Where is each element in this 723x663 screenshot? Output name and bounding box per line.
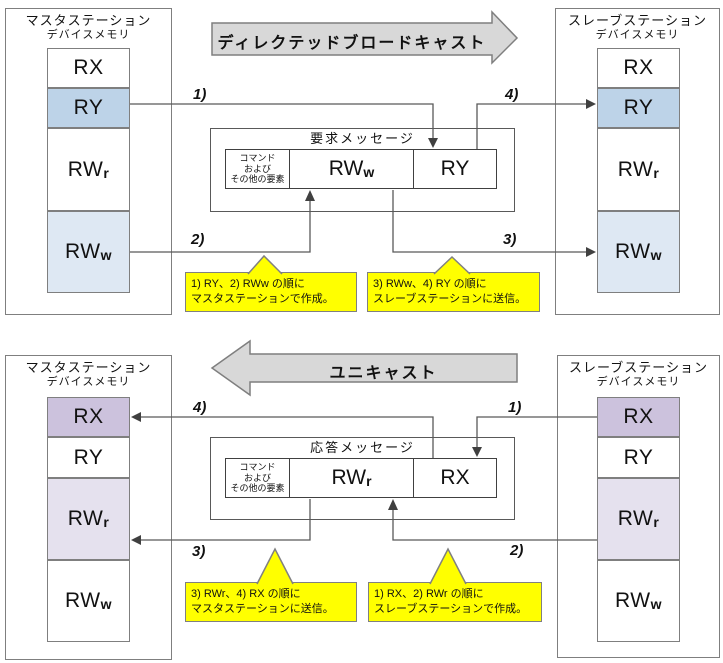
cell-label-sub: r (103, 164, 110, 181)
cell-label: RY (623, 96, 654, 119)
cell-label: RW (617, 507, 654, 530)
request-message-title: 要求メッセージ (310, 131, 415, 146)
callout-line: マスタステーションで作成。 (191, 293, 334, 305)
callout-line: 1) RY、2) RWw の順に (191, 278, 305, 290)
callout-line: マスタステーションに送信。 (191, 603, 334, 615)
cell-label: RY (440, 157, 470, 180)
response-message-title: 応答メッセージ (310, 440, 415, 455)
directed-broadcast-arrow-icon (211, 10, 519, 65)
callout-bottom-left: 3) RWr、4) RX の順に マスタステーションに送信。 (185, 582, 357, 622)
station-title: スレーブステーション (569, 360, 708, 375)
callout-line: 3) RWw、4) RY の順に (373, 278, 487, 290)
cell-label: RY (73, 96, 104, 119)
station-title: スレーブステーション (568, 13, 707, 28)
cell-label: RW (67, 507, 104, 530)
cell-label: RX (623, 56, 654, 79)
cell-label: RW (615, 240, 651, 263)
cell-label: RW (67, 157, 104, 181)
callout-bottom-right: 1) RX、2) RWr の順に スレーブステーションで作成。 (368, 582, 542, 622)
step-label-1: 1) (193, 86, 207, 103)
cell-label-sub: r (366, 473, 372, 489)
memory-cell-rx: RX (597, 48, 680, 88)
step-label-2: 2) (191, 231, 205, 248)
response-command-cell: コマンド および その他の要素 (225, 458, 290, 498)
memory-cell-rx: RX (47, 397, 130, 437)
step-label-1: 1) (508, 399, 522, 416)
station-subtitle: デバイスメモリ (596, 376, 681, 388)
memory-cell-rx: RX (47, 48, 130, 88)
cell-label-sub: w (650, 247, 662, 263)
cell-label-sub: r (103, 514, 110, 530)
step-label-2: 2) (510, 542, 524, 559)
cell-label-sub: r (653, 514, 660, 530)
cell-label: RW (328, 157, 364, 180)
directed-broadcast-label: ディレクテッドブロードキャスト (217, 35, 487, 52)
command-line: コマンド (239, 462, 276, 473)
step-label-4: 4) (505, 86, 519, 103)
request-ry-cell: RY (413, 149, 497, 189)
step-label-3: 3) (192, 543, 206, 560)
cell-label: RY (73, 445, 104, 469)
cell-label-sub: w (650, 596, 662, 612)
cell-label-sub: w (363, 164, 375, 180)
station-title: マスタステーション (25, 13, 152, 28)
memory-cell-ry: RY (597, 437, 680, 478)
memory-cell-ry: RY (47, 437, 130, 478)
cell-label: RW (331, 466, 367, 489)
unicast-arrow-icon (210, 339, 518, 397)
cell-label: RW (65, 240, 101, 263)
cell-label-sub: w (100, 596, 112, 612)
request-command-cell: コマンド および その他の要素 (225, 149, 290, 189)
callout-line: 3) RWr、4) RX の順に (191, 588, 301, 600)
cell-label-sub: r (653, 164, 660, 181)
cell-label: RW (615, 589, 651, 612)
response-rx-cell: RX (413, 458, 497, 498)
station-title: マスタステーション (25, 360, 152, 375)
callout-top-right: 3) RWw、4) RY の順に スレーブステーションに送信。 (367, 272, 540, 312)
station-subtitle: デバイスメモリ (46, 376, 131, 388)
cell-label-sub: w (100, 247, 112, 263)
cell-label: RX (73, 56, 104, 79)
callout-line: スレーブステーションに送信。 (373, 293, 527, 305)
command-line: その他の要素 (230, 174, 285, 185)
station-subtitle: デバイスメモリ (595, 29, 680, 41)
cell-label: RW (617, 157, 654, 181)
unicast-label: ユニキャスト (329, 365, 438, 382)
cell-label: RX (73, 405, 104, 428)
cell-label: RX (623, 405, 654, 428)
command-line: コマンド (239, 153, 276, 164)
callout-top-left: 1) RY、2) RWw の順に マスタステーションで作成。 (185, 272, 357, 312)
cell-label: RX (440, 466, 470, 489)
memory-cell-ry: RY (597, 88, 680, 128)
command-line: および (243, 472, 271, 483)
station-subtitle: デバイスメモリ (46, 29, 131, 41)
step-label-3: 3) (503, 231, 517, 248)
command-line: その他の要素 (230, 483, 285, 494)
cell-label: RW (65, 589, 101, 612)
command-line: および (243, 163, 271, 174)
cell-label: RY (623, 445, 654, 469)
step-label-4: 4) (193, 399, 207, 416)
callout-line: スレーブステーションで作成。 (374, 603, 528, 615)
memory-cell-ry: RY (47, 88, 130, 128)
memory-cell-rx: RX (597, 397, 680, 437)
callout-line: 1) RX、2) RWr の順に (374, 588, 484, 600)
